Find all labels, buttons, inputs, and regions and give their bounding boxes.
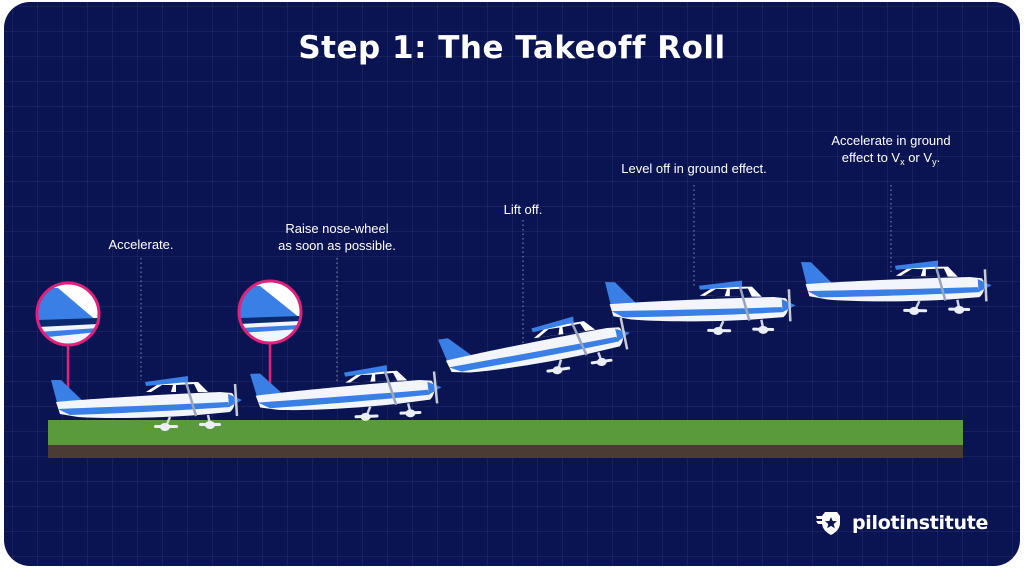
tail-zoom-circle-1: [35, 281, 101, 400]
diagram-card: Step 1: The Takeoff Roll: [4, 2, 1020, 566]
label-accelerate: Accelerate.: [108, 237, 174, 252]
star-shield-icon: [816, 512, 840, 535]
grass-strip: [48, 420, 963, 445]
leader-lines: [140, 185, 892, 382]
label-level-off: Level off in ground effect.: [621, 161, 767, 176]
dirt-strip: [48, 445, 963, 458]
brand-logo: pilotinstitute: [816, 510, 988, 536]
label-raise-nose-wheel: Raise nose-wheel as soon as possible.: [278, 221, 396, 253]
brand-name: pilotinstitute: [852, 512, 989, 534]
takeoff-scene: [35, 185, 994, 458]
airplane-ground-effect: [602, 276, 798, 338]
airplane-lift-off: [436, 307, 636, 392]
tail-zoom-circle-2: [237, 279, 303, 402]
page-title: Step 1: The Takeoff Roll: [298, 30, 726, 66]
airplane-raise-nose: [248, 361, 444, 427]
label-accelerate-ground-effect: Accelerate in ground effect to Vx or Vy.: [831, 133, 951, 167]
label-lift-off: Lift off.: [503, 202, 543, 217]
airplane-accelerate-vx-vy: [798, 256, 994, 318]
